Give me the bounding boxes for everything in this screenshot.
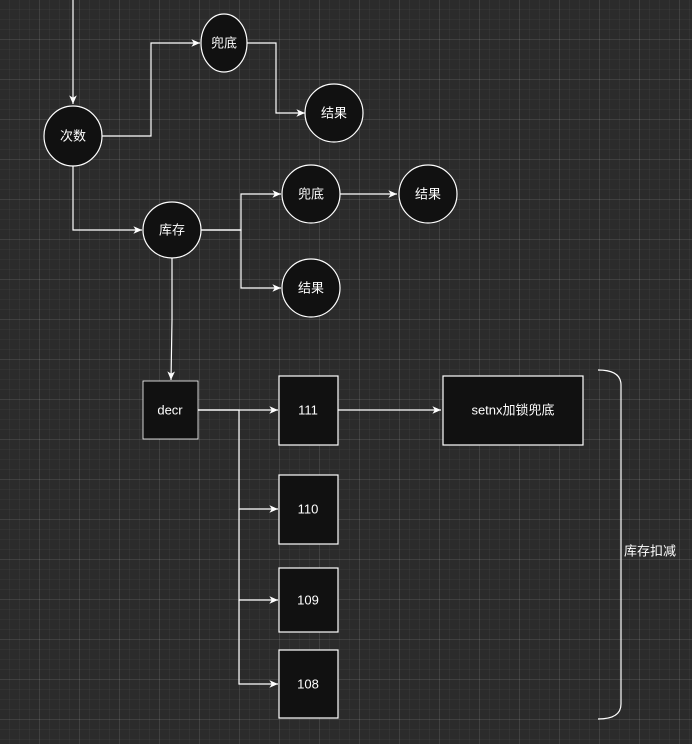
edge-stock-to-decr [167, 258, 175, 381]
val-110-label: 110 [298, 502, 319, 517]
setnx-node-shape[interactable] [442, 375, 584, 446]
val-111-label: 111 [298, 403, 318, 418]
result-top-shape[interactable] [304, 83, 364, 143]
result-top-label: 结果 [321, 106, 347, 121]
edge-fallback-top-to-result-top [247, 42, 305, 117]
val-109-label: 109 [297, 593, 319, 608]
brace-label: 库存扣减 [624, 544, 676, 559]
circle-nodes: 次数 兜底 结果 库存 兜底 结果 结果 [43, 13, 458, 318]
edge-decr-to-110 [198, 409, 278, 513]
decr-node-label: decr [157, 403, 183, 418]
edge-stock-to-fallback-mid [201, 190, 281, 231]
stock-node-label: 库存 [159, 223, 185, 238]
edges [69, 0, 441, 688]
rect-nodes: decr 111 110 109 108 setnx加锁兜底 [142, 375, 584, 719]
edge-stock-to-result-low [201, 229, 281, 292]
result-low-shape[interactable] [281, 258, 341, 318]
val-109-shape[interactable] [278, 567, 339, 633]
val-111-shape[interactable] [278, 375, 339, 446]
edge-decr-to-109 [238, 509, 278, 604]
count-node-shape[interactable] [43, 105, 103, 167]
fallback-mid-label: 兜底 [298, 187, 324, 202]
val-110-shape[interactable] [278, 474, 339, 545]
result-low-label: 结果 [298, 281, 324, 296]
fallback-top-label: 兜底 [211, 36, 237, 51]
edge-count-to-stock [72, 166, 142, 234]
fallback-mid-shape[interactable] [281, 164, 341, 224]
stock-node-shape[interactable] [142, 201, 202, 259]
right-brace-shape [597, 369, 622, 720]
val-108-label: 108 [297, 677, 319, 692]
result-mid-label: 结果 [415, 187, 441, 202]
decr-node-shape[interactable] [142, 380, 199, 440]
edge-count-to-fallback-top [102, 39, 200, 137]
result-mid-shape[interactable] [398, 164, 458, 224]
edge-decr-to-108 [238, 600, 278, 688]
count-node-label: 次数 [60, 129, 86, 144]
stock-deduction-brace: 库存扣减 [597, 369, 676, 720]
fallback-top-shape[interactable] [200, 13, 248, 73]
val-108-shape[interactable] [278, 649, 339, 719]
setnx-node-label: setnx加锁兜底 [471, 403, 554, 418]
